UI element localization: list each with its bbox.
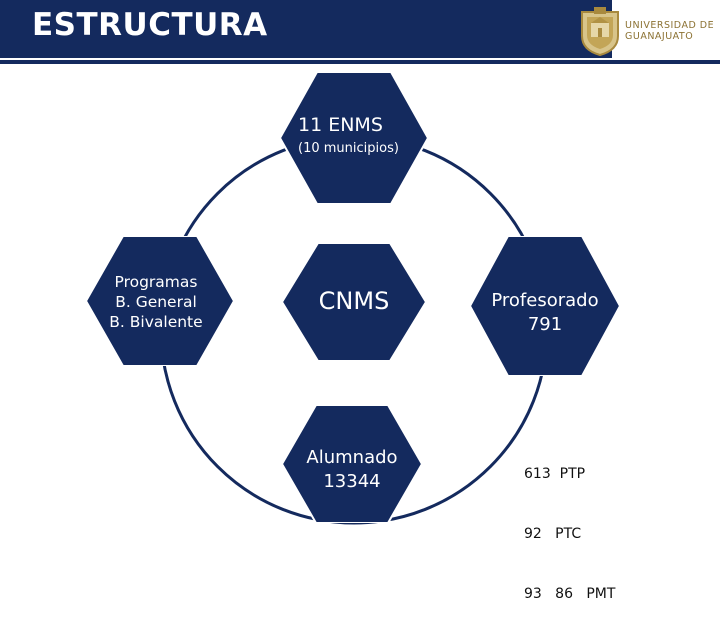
programas-line-1: Programas [114,273,198,291]
header: ESTRUCTURA UNIVERSIDAD DE GUANAJUATO [0,0,720,60]
staff-line-pmt: 93 86 PMT [524,586,616,602]
alumnado-hexagon [282,405,422,523]
university-line-1: UNIVERSIDAD DE [625,20,715,31]
university-name: UNIVERSIDAD DE GUANAJUATO [625,20,714,42]
alumnado-label: Alumnado 13344 [282,446,422,494]
cnms-label: CNMS [318,287,390,315]
alumnado-line-2: 13344 [323,471,381,492]
university-logo: UNIVERSIDAD DE GUANAJUATO [578,6,718,58]
shield-icon [581,7,619,56]
enms-hexagon [280,72,428,204]
programas-label: Programas B. General B. Bivalente [86,272,226,332]
profesorado-line-1: Profesorado [491,290,599,311]
enms-subtitle: (10 municipios) [298,141,399,156]
header-divider [0,60,720,64]
profesorado-hexagon [470,236,620,376]
alumnado-line-1: Alumnado [306,447,398,468]
programas-line-2: B. General [115,293,197,311]
profesorado-label: Profesorado 791 [470,289,620,337]
enms-title: 11 ENMS [298,114,383,136]
programas-hexagon [86,236,234,366]
programas-line-3: B. Bivalente [109,313,203,331]
cnms-hexagon [282,243,426,361]
title-bar: ESTRUCTURA [0,0,612,58]
staff-line-ptc: 92 PTC [524,526,582,542]
page-title: ESTRUCTURA [32,7,268,43]
staff-line-ptp: 613 PTP [524,466,586,482]
staff-breakdown: 613 PTP 92 PTC 93 86 PMT [524,424,615,624]
university-line-2: GUANAJUATO [625,31,694,42]
profesorado-line-2: 791 [527,314,563,335]
